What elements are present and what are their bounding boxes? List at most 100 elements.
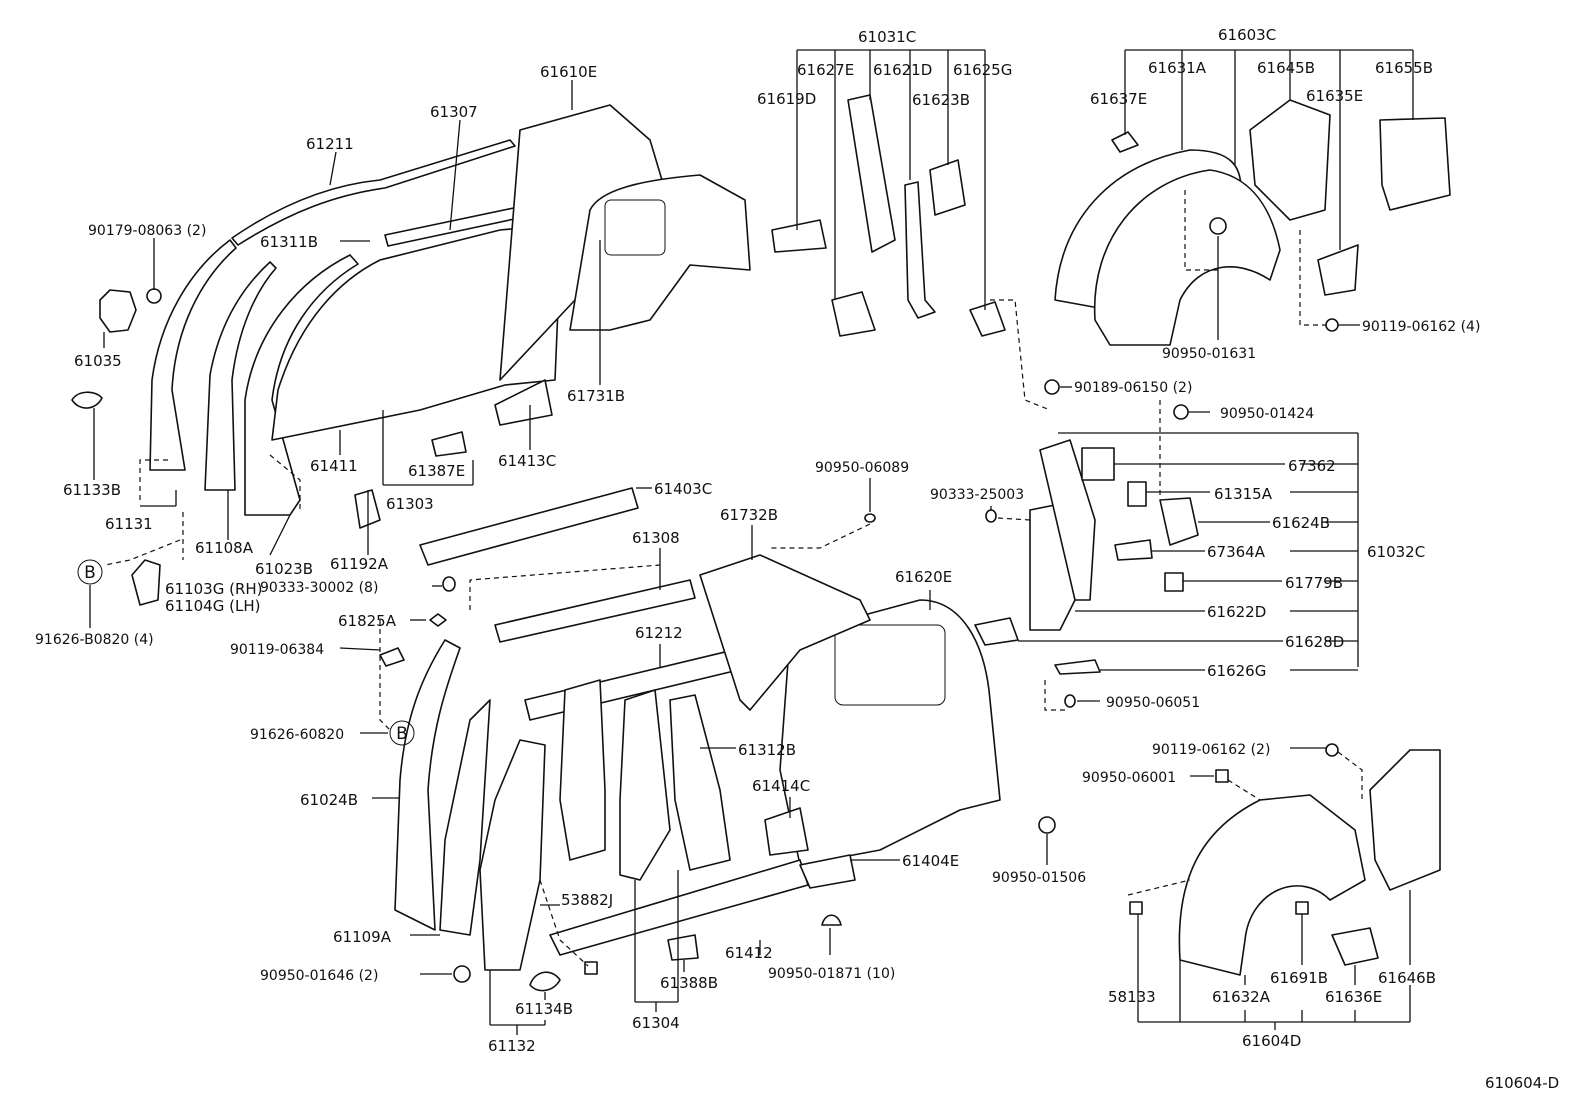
label-61031C[interactable]: 61031C xyxy=(858,28,916,46)
label-61035[interactable]: 61035 xyxy=(74,352,122,370)
label-61646B[interactable]: 61646B xyxy=(1378,969,1436,987)
label-61632A[interactable]: 61632A xyxy=(1212,988,1271,1006)
part-bracket-61825A[interactable] xyxy=(429,613,447,627)
part-rail-61308[interactable] xyxy=(494,579,696,643)
label-90333-30002[interactable]: 90333-30002 (8) xyxy=(260,580,378,596)
part-61636E[interactable] xyxy=(1331,927,1379,966)
label-61628D[interactable]: 61628D xyxy=(1285,633,1344,651)
part-pillar-center[interactable] xyxy=(559,679,606,861)
label-61620E[interactable]: 61620E xyxy=(895,568,952,586)
part-clip-90189[interactable] xyxy=(1044,379,1060,395)
part-wheelhouse-61604D[interactable] xyxy=(1178,794,1366,976)
label-61308[interactable]: 61308 xyxy=(632,529,680,547)
part-pad-61133B[interactable] xyxy=(71,391,103,409)
label-61032C[interactable]: 61032C xyxy=(1367,543,1425,561)
label-90950-01631[interactable]: 90950-01631 xyxy=(1162,346,1256,362)
label-61312B[interactable]: 61312B xyxy=(738,741,796,759)
label-61625G[interactable]: 61625G xyxy=(953,61,1012,79)
label-67362[interactable]: 67362 xyxy=(1288,457,1336,475)
part-bracket-61623B[interactable] xyxy=(929,159,966,216)
label-67364A[interactable]: 67364A xyxy=(1207,543,1266,561)
label-61414C[interactable]: 61414C xyxy=(752,777,810,795)
part-rocker-61403C[interactable] xyxy=(419,487,639,566)
part-61626G[interactable] xyxy=(1054,659,1101,675)
part-panel-61655B[interactable] xyxy=(1379,117,1451,211)
label-61133B[interactable]: 61133B xyxy=(63,481,121,499)
label-61387E[interactable]: 61387E xyxy=(408,462,465,480)
label-61311B[interactable]: 61311B xyxy=(260,233,318,251)
part-pillar-61132[interactable] xyxy=(479,739,546,971)
label-61103G[interactable]: 61103G (RH) xyxy=(165,580,263,598)
part-bracket-61387E[interactable] xyxy=(431,431,467,457)
label-90179-08063[interactable]: 90179-08063 (2) xyxy=(88,223,206,239)
part-53882J[interactable] xyxy=(584,961,598,975)
part-clip-90950-06089[interactable] xyxy=(864,513,876,523)
part-pillar-61109A[interactable] xyxy=(439,699,491,936)
part-hinge-61035[interactable] xyxy=(99,289,137,333)
part-61315A[interactable] xyxy=(1127,481,1147,507)
part-frame-61732B[interactable] xyxy=(699,554,871,711)
label-91626-60820[interactable]: 91626-60820 xyxy=(250,727,344,743)
label-61631A[interactable]: 61631A xyxy=(1148,59,1207,77)
part-61134B[interactable] xyxy=(529,971,561,992)
part-61624B[interactable] xyxy=(1159,497,1199,546)
part-wheelhouse-inner-61603C[interactable] xyxy=(1093,169,1281,346)
label-61023B[interactable]: 61023B xyxy=(255,560,313,578)
label-61627E[interactable]: 61627E xyxy=(797,61,854,79)
label-90950-01506[interactable]: 90950-01506 xyxy=(992,870,1086,886)
part-58133[interactable] xyxy=(1129,901,1143,915)
label-61637E[interactable]: 61637E xyxy=(1090,90,1147,108)
label-61108A[interactable]: 61108A xyxy=(195,539,254,557)
callout-b-top[interactable]: B xyxy=(77,559,103,585)
part-bracket-61103G[interactable] xyxy=(131,559,161,606)
part-bracket-61625G[interactable] xyxy=(969,301,1006,337)
part-bracket-61622D[interactable] xyxy=(1029,504,1076,631)
part-bracket-61637E[interactable] xyxy=(1111,131,1139,153)
part-bolt-90119-06162[interactable] xyxy=(1325,318,1339,332)
part-plug-90950-01631[interactable] xyxy=(1209,217,1227,235)
part-roof-rail-61211[interactable] xyxy=(231,139,516,246)
label-61388B[interactable]: 61388B xyxy=(660,974,718,992)
part-window-frame-61731B[interactable] xyxy=(569,174,751,331)
label-61132[interactable]: 61132 xyxy=(488,1037,536,1055)
label-61211[interactable]: 61211 xyxy=(306,135,354,153)
label-61619D[interactable]: 61619D xyxy=(757,90,816,108)
part-67362[interactable] xyxy=(1081,447,1115,481)
label-61655B[interactable]: 61655B xyxy=(1375,59,1433,77)
label-90950-06001[interactable]: 90950-06001 xyxy=(1082,770,1176,786)
part-67364A[interactable] xyxy=(1114,539,1153,561)
part-panel-61646B[interactable] xyxy=(1369,749,1441,891)
label-91626-B0820[interactable]: 91626-B0820 (4) xyxy=(35,632,154,648)
label-61404E[interactable]: 61404E xyxy=(902,852,959,870)
label-90950-01424[interactable]: 90950-01424 xyxy=(1220,406,1314,422)
label-90119-06384[interactable]: 90119-06384 xyxy=(230,642,324,658)
label-90333-25003[interactable]: 90333-25003 xyxy=(930,487,1024,503)
label-90950-06089[interactable]: 90950-06089 xyxy=(815,460,909,476)
part-clip-90950-01424[interactable] xyxy=(1173,404,1189,420)
label-61825A[interactable]: 61825A xyxy=(338,612,397,630)
part-front-pillar-61108A[interactable] xyxy=(204,261,277,491)
label-90950-01646[interactable]: 90950-01646 (2) xyxy=(260,968,378,984)
label-61610E[interactable]: 61610E xyxy=(540,63,597,81)
part-pillar-61627E[interactable] xyxy=(847,94,896,253)
label-61731B[interactable]: 61731B xyxy=(567,387,625,405)
part-61779B[interactable] xyxy=(1164,572,1184,592)
label-61779B[interactable]: 61779B xyxy=(1285,574,1343,592)
label-61134B[interactable]: 61134B xyxy=(515,1000,573,1018)
part-bolt-90119-06162b[interactable] xyxy=(1325,743,1339,757)
callout-b-bottom[interactable]: B xyxy=(389,720,415,746)
label-61104G[interactable]: 61104G (LH) xyxy=(165,597,260,615)
part-clip-90950-01646[interactable] xyxy=(453,965,471,983)
part-61388B[interactable] xyxy=(667,934,699,961)
label-90119-06162-2[interactable]: 90119-06162 (2) xyxy=(1152,742,1270,758)
part-clip-90333-25003[interactable] xyxy=(985,509,997,523)
label-61691B[interactable]: 61691B xyxy=(1270,969,1328,987)
label-61307[interactable]: 61307 xyxy=(430,103,478,121)
part-bracket-61635E[interactable] xyxy=(1317,244,1359,296)
label-61192A[interactable]: 61192A xyxy=(330,555,389,573)
part-pillar-61024B[interactable] xyxy=(394,639,461,931)
label-61315A[interactable]: 61315A xyxy=(1214,485,1273,503)
label-61109A[interactable]: 61109A xyxy=(333,928,392,946)
label-61212[interactable]: 61212 xyxy=(635,624,683,642)
part-bracket-61413C[interactable] xyxy=(494,379,553,426)
